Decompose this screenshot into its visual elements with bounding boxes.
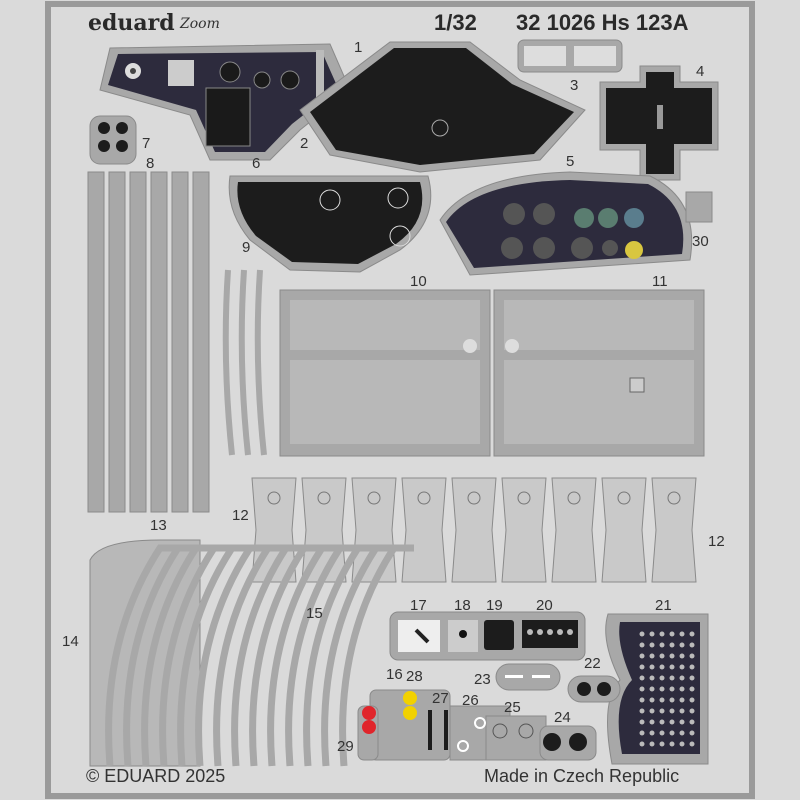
part-8-strips (87, 171, 210, 513)
part-label-11: 11 (652, 273, 668, 290)
part-label-22: 22 (584, 655, 601, 672)
part-label-6: 6 (252, 155, 260, 172)
part-label-25: 25 (504, 699, 521, 716)
strip (192, 171, 210, 513)
part-label-18: 18 (454, 597, 471, 614)
product-label: 32 1026 Hs 123A (516, 10, 689, 35)
part-label-12-left: 12 (232, 507, 249, 524)
part-12-piece (351, 477, 397, 583)
sheet-border (45, 1, 755, 799)
part-label-20: 20 (536, 597, 553, 614)
rib (249, 544, 324, 767)
part-5-panel (439, 171, 693, 276)
part-12-piece (451, 477, 497, 583)
rib (141, 544, 216, 767)
part-label-9: 9 (242, 239, 250, 256)
part-2-coaming (299, 41, 586, 173)
strip (150, 171, 168, 513)
strip (108, 171, 126, 513)
copyright-text: © EDUARD 2025 (86, 766, 225, 786)
part-13-15-ribs (89, 539, 414, 767)
part-21-grid-panel (605, 613, 709, 765)
rib (231, 544, 306, 767)
part-3 (517, 39, 623, 73)
part-22 (567, 675, 621, 703)
origin-text: Made in Czech Republic (484, 766, 679, 786)
part-label-17: 17 (410, 597, 427, 614)
part-11-panel (493, 289, 705, 457)
strip (129, 171, 147, 513)
strip (171, 171, 189, 513)
part-label-23: 23 (474, 671, 491, 688)
part-label-16: 16 (386, 666, 403, 683)
part-label-5: 5 (566, 153, 574, 170)
part-label-3: 3 (570, 77, 578, 94)
part-label-21: 21 (655, 597, 672, 614)
rib (285, 544, 360, 767)
part-label-4: 4 (696, 63, 704, 80)
part-6-panel (228, 175, 432, 273)
yellow-light-icon (403, 691, 417, 705)
part-7 (89, 115, 137, 165)
part-label-26: 26 (462, 692, 479, 709)
part-label-30: 30 (692, 233, 709, 250)
part-label-29: 29 (337, 738, 354, 755)
rib (213, 544, 288, 767)
zoom-logo: Zoom (179, 16, 220, 32)
part-12-piece (651, 477, 697, 583)
rib (303, 544, 378, 767)
part-1-instrument-panel (99, 43, 351, 161)
part-12-piece (501, 477, 547, 583)
part-label-12-right: 12 (708, 533, 725, 550)
rib (195, 544, 270, 767)
part-10-panel (279, 289, 491, 457)
part-label-28: 28 (406, 668, 423, 685)
part-12-piece (551, 477, 597, 583)
rib (339, 544, 414, 767)
part-23 (495, 663, 561, 691)
part-4-cross (599, 65, 719, 181)
part-label-2: 2 (300, 135, 308, 152)
rib (105, 544, 180, 767)
part-label-14: 14 (62, 633, 79, 650)
part-30 (685, 191, 713, 223)
red-light-icon (362, 706, 376, 720)
part-12-piece (601, 477, 647, 583)
brand-logo: eduard (88, 10, 175, 36)
part-label-8: 8 (146, 155, 154, 172)
rib (321, 544, 396, 767)
part-label-15: 15 (306, 605, 323, 622)
rib (177, 544, 252, 767)
part-12-piece (401, 477, 447, 583)
parts-24-29 (357, 689, 597, 761)
part-label-13: 13 (150, 517, 167, 534)
rib (267, 544, 342, 767)
part-label-7: 7 (142, 135, 150, 152)
part-label-19: 19 (486, 597, 503, 614)
part-label-24: 24 (554, 709, 571, 726)
strip (87, 171, 105, 513)
rib (159, 544, 234, 767)
part-17-20-gauges (389, 611, 586, 661)
part-label-27: 27 (432, 690, 449, 707)
scale-label: 1/32 (434, 10, 477, 35)
part-12-row (251, 477, 697, 583)
rib (123, 544, 198, 767)
part-9 (222, 269, 267, 456)
part-label-10: 10 (410, 273, 427, 290)
part-label-1: 1 (354, 39, 362, 56)
